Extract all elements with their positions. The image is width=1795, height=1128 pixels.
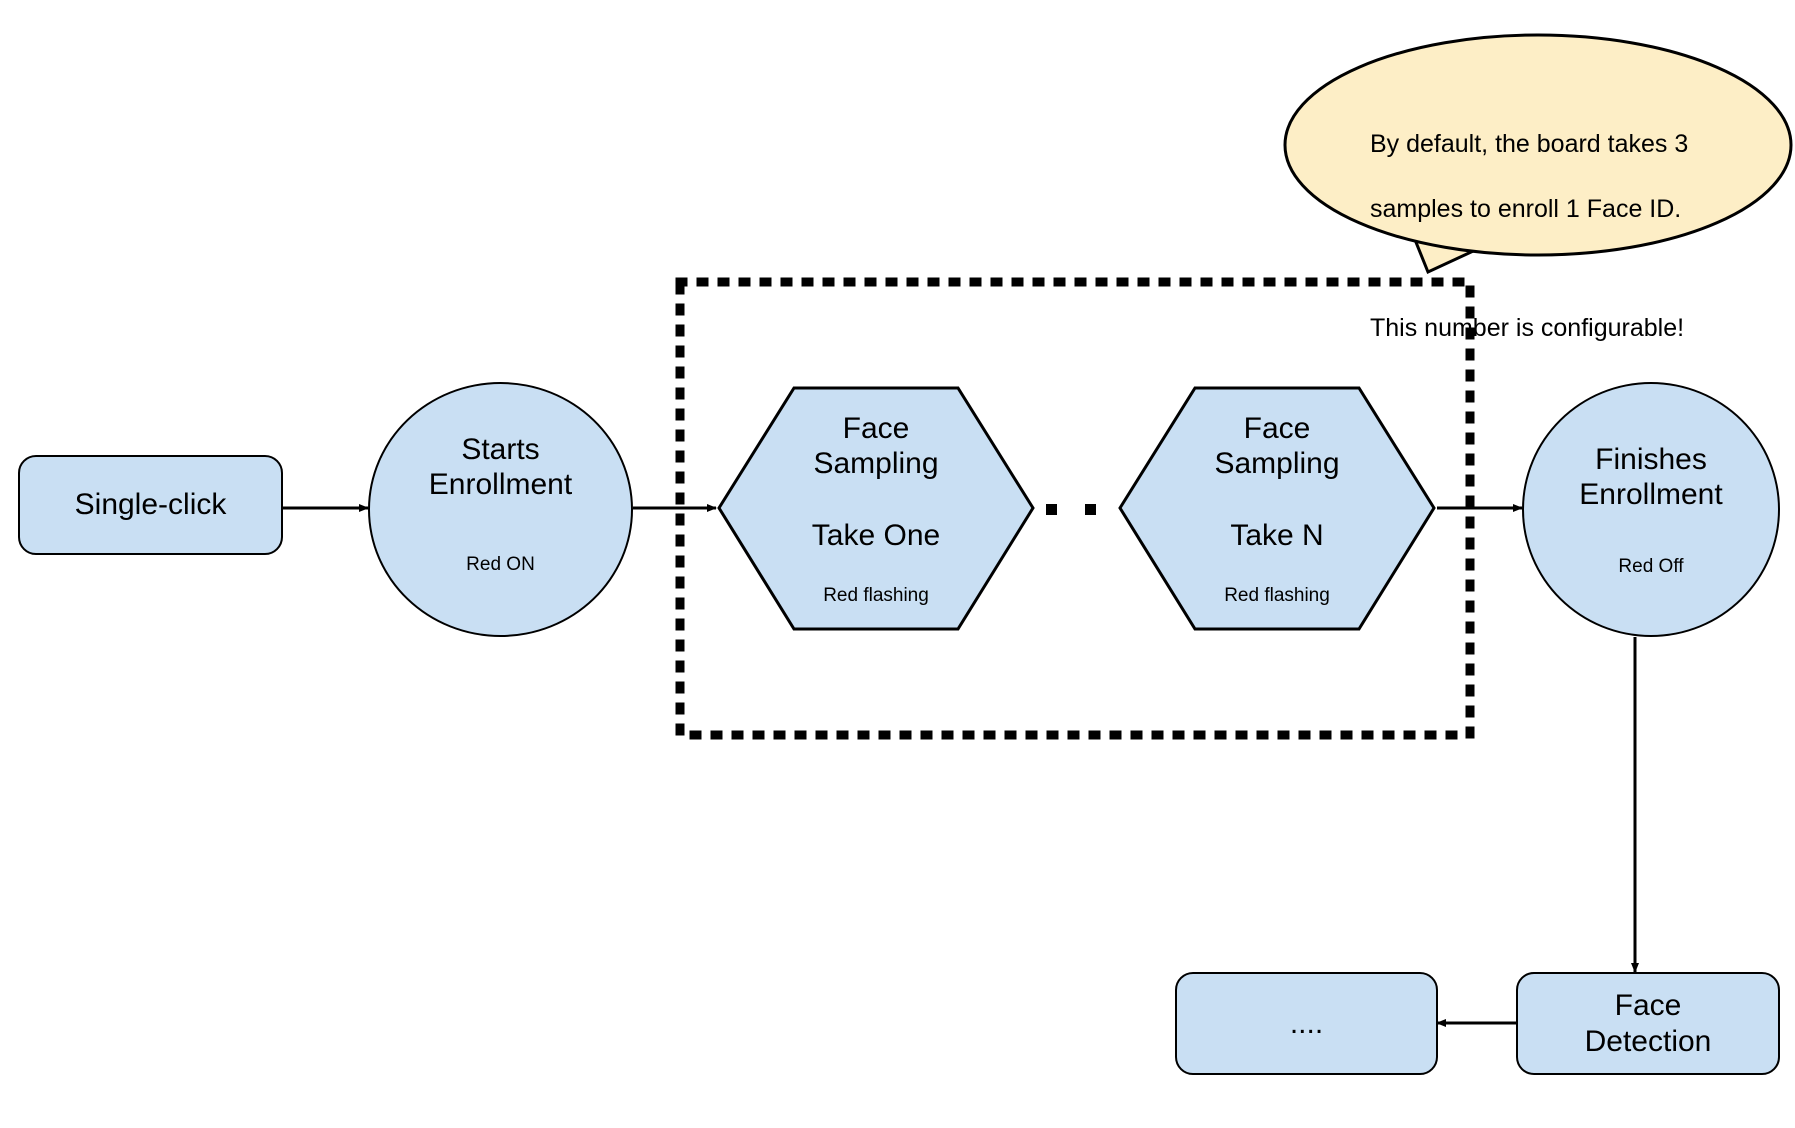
node-face-sampling-take-one-status: Red flashing — [823, 585, 929, 607]
node-starts-enrollment-line1: Starts — [461, 433, 540, 466]
callout-line-1: By default, the board takes 3 — [1370, 129, 1689, 158]
node-finishes-enrollment[interactable]: Finishes Enrollment Red Off — [1522, 382, 1780, 637]
node-face-sampling-take-one[interactable]: Face Sampling Take One Red flashing — [716, 385, 1036, 632]
node-single-click-label: Single-click — [74, 488, 227, 522]
node-face-detection-line2: Detection — [1584, 1024, 1712, 1058]
node-face-sampling-take-n-take: Take N — [1230, 518, 1324, 552]
node-face-detection[interactable]: Face Detection — [1516, 972, 1780, 1075]
node-face-sampling-take-n-status: Red flashing — [1224, 585, 1330, 607]
callout-spacer — [1370, 258, 1730, 280]
node-face-detection-line1: Face — [1614, 989, 1682, 1023]
node-finishes-enrollment-line2: Enrollment — [1579, 478, 1723, 512]
node-face-sampling-take-one-line1: Face — [842, 412, 910, 445]
node-starts-enrollment-status: Red ON — [466, 554, 535, 575]
node-face-sampling-take-one-take: Take One — [811, 518, 941, 552]
node-face-sampling-take-one-line2: Sampling — [813, 447, 939, 481]
node-ellipsis-box-label: .... — [1289, 1006, 1324, 1040]
hexagon-shape-take-one — [717, 386, 1035, 631]
callout-line-2: samples to enroll 1 Face ID. — [1370, 194, 1682, 223]
node-starts-enrollment[interactable]: Starts Enrollment Red ON — [368, 382, 633, 637]
node-ellipsis-box[interactable]: .... — [1175, 972, 1438, 1075]
node-finishes-enrollment-line1: Finishes — [1595, 443, 1707, 476]
node-face-sampling-take-n-line2: Sampling — [1214, 447, 1340, 481]
hexagon-shape-take-n — [1118, 386, 1436, 631]
node-single-click[interactable]: Single-click — [18, 455, 283, 555]
node-finishes-enrollment-status: Red Off — [1618, 556, 1684, 577]
node-starts-enrollment-line2: Enrollment — [428, 468, 573, 502]
callout-text-block: By default, the board takes 3 samples to… — [1370, 95, 1730, 377]
node-face-sampling-take-n[interactable]: Face Sampling Take N Red flashing — [1117, 385, 1437, 632]
callout-line-3: This number is configurable! — [1370, 314, 1685, 342]
node-face-sampling-take-n-line1: Face — [1243, 412, 1311, 445]
